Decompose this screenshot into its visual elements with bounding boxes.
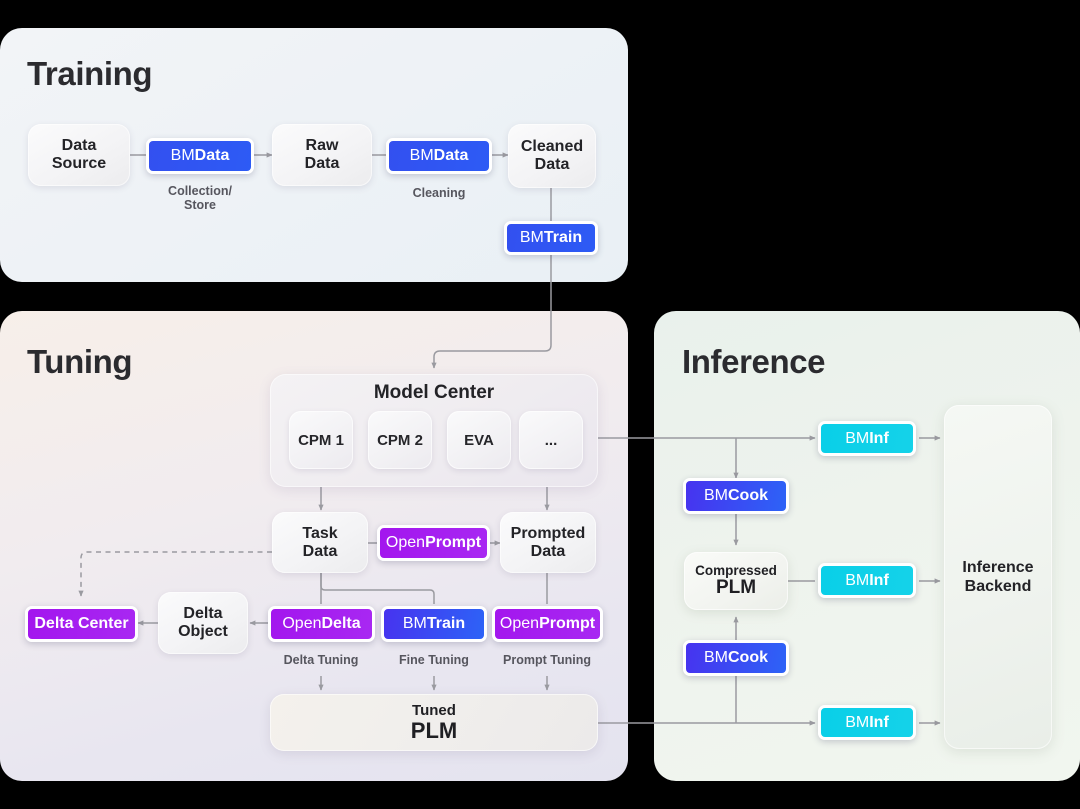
chip-bminf-top-bold: Inf bbox=[869, 429, 889, 447]
node-compressed-plm[interactable]: Compressed PLM bbox=[684, 552, 788, 610]
model-item-cpm2[interactable]: CPM 2 bbox=[368, 411, 432, 469]
tuned-plm-line1: Tuned bbox=[412, 701, 456, 719]
caption-delta-tuning: Delta Tuning bbox=[283, 653, 359, 667]
chip-bmtrain-tuning-light: BM bbox=[402, 615, 427, 633]
chip-bmtrain-training-light: BM bbox=[519, 229, 544, 247]
chip-bminf-mid-light: BM bbox=[845, 571, 870, 589]
chip-openprompt-top-bold: Prompt bbox=[425, 534, 482, 552]
chip-openprompt-bottom-bold: Prompt bbox=[539, 615, 596, 633]
caption-prompt-tuning: Prompt Tuning bbox=[503, 653, 591, 667]
chip-bminf-bottom-light: BM bbox=[845, 713, 870, 731]
caption-collection-store: Collection/Store bbox=[168, 184, 232, 213]
chip-bmtrain-training-bold: Train bbox=[543, 229, 583, 247]
chip-openprompt-bottom-light: Open bbox=[499, 615, 540, 633]
chip-bmdata-cleaning-light: BM bbox=[409, 147, 434, 165]
panel-title-training: Training bbox=[27, 55, 153, 92]
group-model-center: Model Center CPM 1 CPM 2 EVA ... bbox=[270, 374, 598, 487]
model-item-more[interactable]: ... bbox=[519, 411, 583, 469]
node-tuned-plm[interactable]: Tuned PLM bbox=[270, 694, 598, 751]
panel-title-tuning: Tuning bbox=[27, 343, 133, 380]
chip-bmcook-top-light: BM bbox=[704, 487, 728, 505]
tuned-plm-line2: PLM bbox=[410, 717, 458, 743]
chip-bmcook-top-bold: Cook bbox=[728, 487, 768, 505]
model-center-title: Model Center bbox=[373, 382, 495, 403]
chip-opendelta-light: Open bbox=[282, 615, 322, 633]
caption-fine-tuning: Fine Tuning bbox=[399, 653, 469, 667]
model-item-cpm1[interactable]: CPM 1 bbox=[289, 411, 353, 469]
chip-bmcook-bottom-light: BM bbox=[704, 649, 728, 667]
chip-opendelta-bold: Delta bbox=[321, 615, 361, 633]
chip-openprompt-top-light: Open bbox=[385, 534, 426, 552]
compressed-plm-line2: PLM bbox=[715, 577, 757, 598]
chip-delta-center[interactable]: Delta Center bbox=[25, 606, 138, 642]
chip-bminf-bottom-bold: Inf bbox=[869, 713, 889, 731]
model-item-eva[interactable]: EVA bbox=[447, 411, 511, 469]
chip-bmtrain-tuning-bold: Train bbox=[426, 615, 466, 633]
chip-bmdata-collection-light: BM bbox=[170, 147, 195, 165]
chip-bmcook-bottom-bold: Cook bbox=[728, 649, 768, 667]
chip-bmdata-collection-bold: Data bbox=[194, 147, 230, 165]
chip-bmdata-cleaning-bold: Data bbox=[433, 147, 469, 165]
compressed-plm-line1: Compressed bbox=[695, 563, 777, 578]
chip-bminf-mid-bold: Inf bbox=[869, 571, 889, 589]
chip-bminf-top-light: BM bbox=[845, 429, 870, 447]
panel-title-inference: Inference bbox=[682, 343, 826, 380]
caption-cleaning: Cleaning bbox=[412, 186, 466, 200]
